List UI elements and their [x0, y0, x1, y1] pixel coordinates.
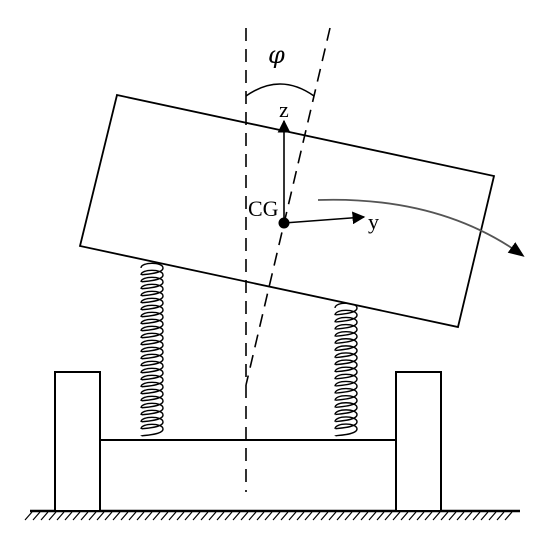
left-support-post	[54, 371, 101, 512]
ground-hatching	[24, 511, 513, 521]
angle-arc	[245, 83, 315, 97]
center-of-gravity-point	[278, 217, 290, 229]
right-support-post	[395, 371, 442, 512]
tilted-reference-line	[245, 27, 331, 386]
tilted-body	[78, 93, 496, 329]
center-of-gravity-label: CG	[248, 196, 279, 221]
y-axis-arrow	[283, 211, 366, 225]
base-frame	[54, 371, 442, 512]
rotation-direction-arrow	[317, 198, 525, 257]
y-axis-label: y	[368, 209, 379, 234]
angle-label: φ	[268, 41, 285, 69]
z-axis-label: z	[279, 97, 289, 122]
ground	[24, 509, 520, 521]
left-spring	[140, 262, 164, 437]
right-spring	[334, 302, 358, 437]
